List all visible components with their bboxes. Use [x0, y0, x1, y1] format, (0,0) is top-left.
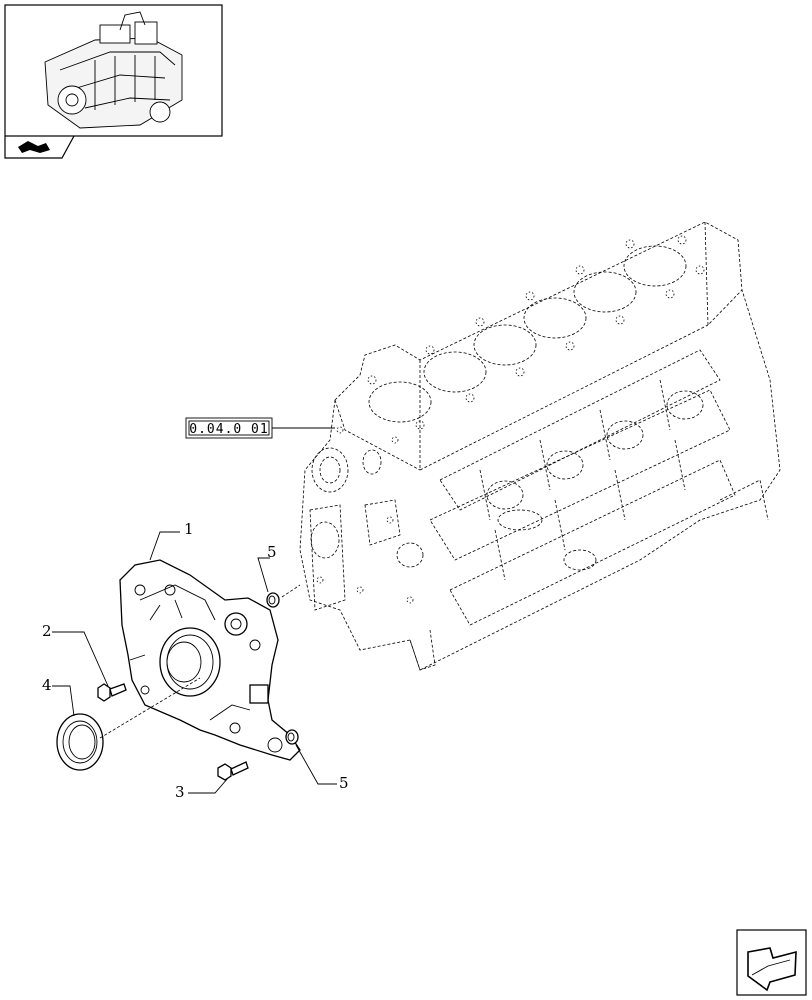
callout-5-upper: 5	[267, 543, 277, 561]
callout-1: 1	[184, 520, 194, 538]
reference-box[interactable]: 0.04.0 01	[185, 417, 335, 439]
plug-5-lower	[285, 729, 299, 745]
callout-4: 4	[42, 676, 52, 694]
section-flag-icon[interactable]	[4, 135, 75, 159]
timing-cover	[119, 559, 301, 761]
next-page-arrow-icon[interactable]	[736, 929, 807, 996]
callout-2: 2	[42, 622, 52, 640]
seal-ring-4	[56, 713, 104, 771]
plug-5-upper	[266, 592, 280, 608]
callout-3: 3	[175, 783, 185, 801]
leader-lines	[52, 531, 337, 794]
bolt-3	[217, 761, 249, 781]
callout-5-lower: 5	[339, 774, 349, 792]
engine-block	[299, 221, 781, 671]
engine-thumbnail-icon[interactable]	[4, 4, 223, 137]
bolt-2	[97, 683, 127, 702]
reference-label: 0.04.0 01	[189, 422, 268, 437]
